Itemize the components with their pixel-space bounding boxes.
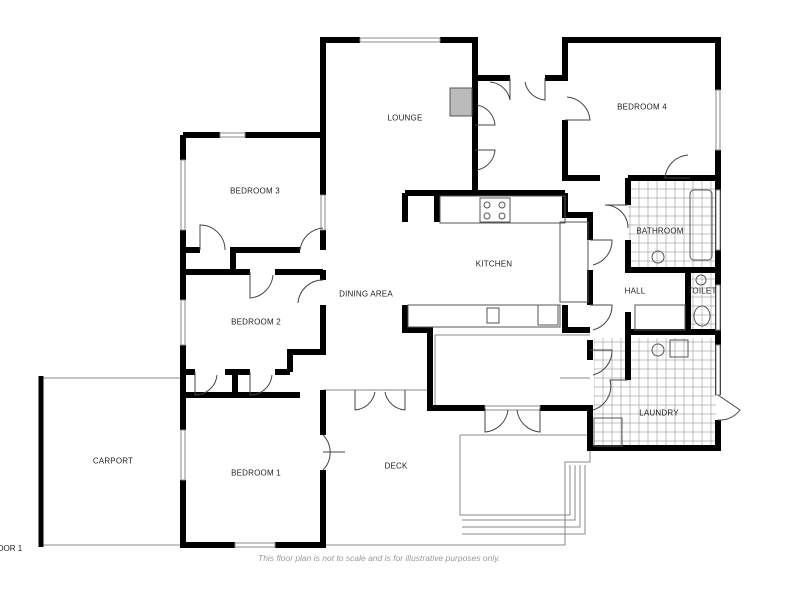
room-label-hall: HALL: [624, 286, 646, 296]
bathtub-icon: [689, 189, 713, 261]
room-label-carport: CARPORT: [92, 456, 134, 466]
fixtures: [407, 87, 713, 447]
laundry-tiles: [594, 338, 716, 446]
room-label-laundry: LAUNDRY: [639, 408, 679, 418]
deck-outline: [323, 334, 591, 546]
doors: [194, 78, 741, 471]
room-label-deck: DECK: [384, 461, 408, 471]
sink-icon: [486, 307, 500, 324]
cooktop-icon: [479, 197, 511, 223]
room-label-bedroom1: BEDROOM 1: [231, 468, 281, 478]
room-label-bedroom4: BEDROOM 4: [617, 102, 667, 112]
room-label-dining: DINING AREA: [339, 289, 393, 299]
walls: [180, 37, 721, 548]
windows: [180, 37, 721, 548]
basin-icon: [651, 250, 665, 264]
carport-outline: [40, 377, 183, 546]
disclaimer: This floor plan is not to scale and is f…: [258, 553, 501, 563]
room-label-kitchen: KITCHEN: [475, 259, 513, 269]
toilet-icon: [693, 305, 711, 327]
room-label-bathroom: BATHROOM: [636, 226, 684, 236]
toilet-tiles: [688, 272, 716, 332]
bathroom-tiles: [628, 181, 716, 269]
room-label-lounge: LOUNGE: [387, 113, 423, 123]
room-label-toilet: TOILET: [687, 286, 717, 296]
island-bench: [407, 304, 561, 328]
fireplace-icon: [449, 87, 473, 117]
floor-label: FLOOR 1: [0, 544, 23, 553]
room-label-bedroom2: BEDROOM 2: [231, 317, 281, 327]
room-label-bedroom3: BEDROOM 3: [230, 186, 280, 196]
